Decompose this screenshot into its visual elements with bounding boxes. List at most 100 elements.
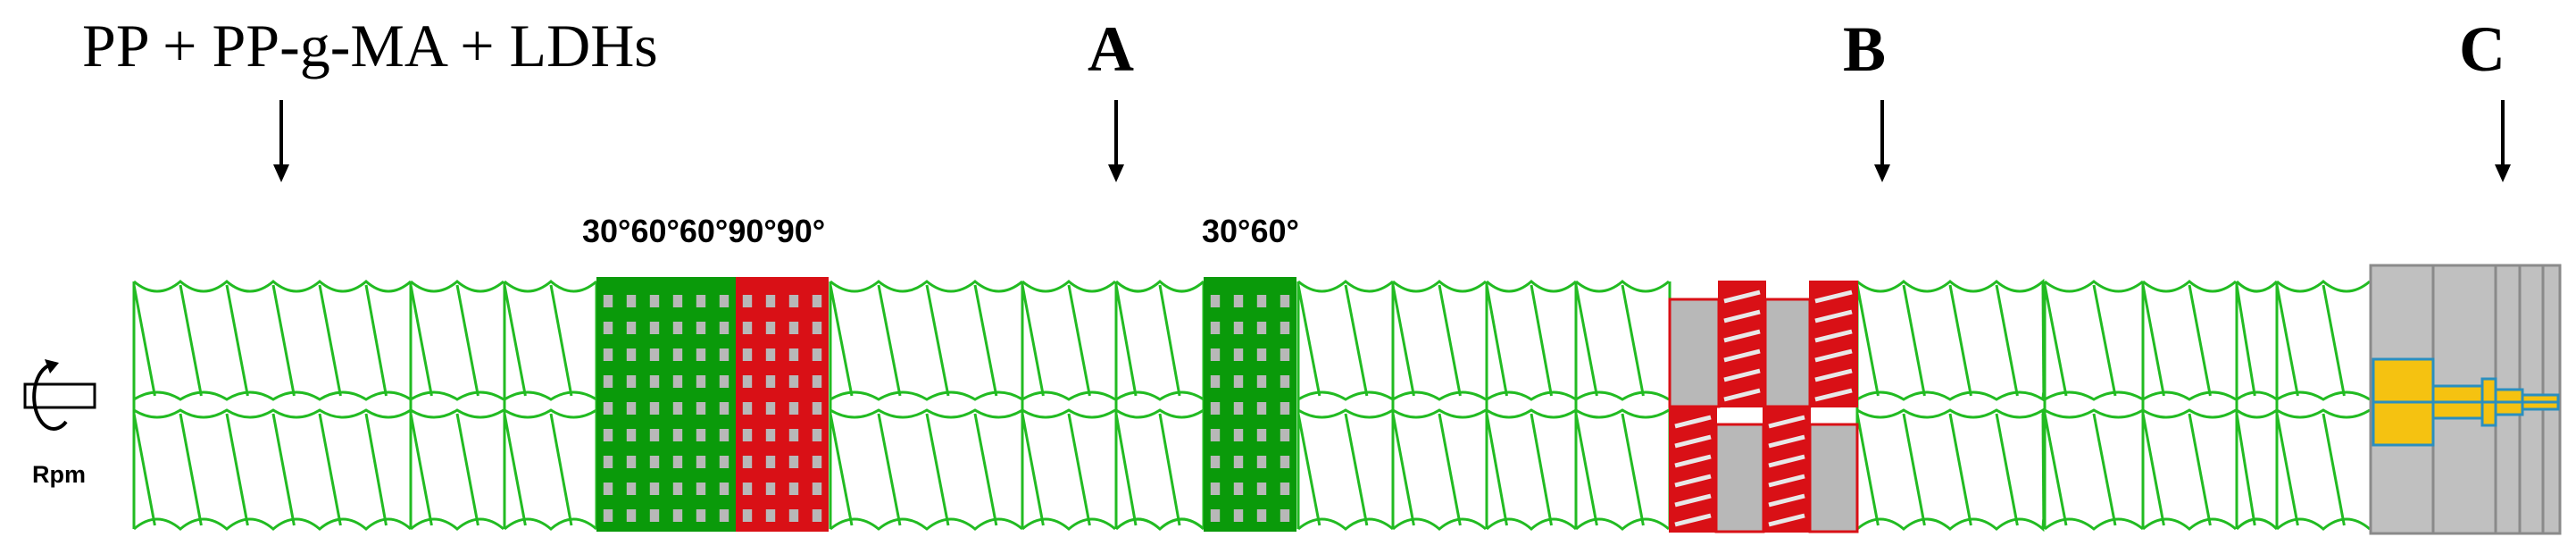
disc-slot (742, 322, 753, 334)
mixing-tooth-slot (1723, 348, 1761, 363)
disc-slot (788, 348, 799, 361)
disc-slot (812, 295, 822, 307)
disc-slot (626, 483, 637, 495)
flight-crest (410, 390, 504, 401)
conveying-element (1391, 280, 1488, 531)
flight-crest (1115, 390, 1205, 401)
disc-slot (1256, 509, 1267, 522)
mixing-tooth-slot (1723, 290, 1761, 304)
disc-slot (649, 402, 660, 415)
flight-line (2235, 413, 2256, 526)
flight-line (1391, 413, 1415, 526)
disc-slot (719, 322, 729, 334)
flight-line (925, 284, 950, 397)
kneading-blocks (596, 277, 1296, 532)
flight-line (2141, 413, 2165, 526)
disc-slot (719, 483, 729, 495)
disc-slot (649, 483, 660, 495)
flight-crest (2236, 408, 2278, 419)
flight-line (877, 413, 902, 526)
flight-line (549, 284, 573, 397)
disc-slot (812, 402, 822, 415)
flight-line (271, 284, 296, 397)
disc-slot (812, 483, 822, 495)
flight-crest (133, 280, 412, 293)
mixing-gear-body (1668, 298, 1721, 408)
disc-slot (672, 429, 683, 441)
conveying-element (829, 280, 1024, 531)
mixing-tooth-slot (1814, 329, 1853, 343)
disc-slot (1210, 295, 1221, 307)
disc-slot (1233, 375, 1244, 388)
shaft-icon (23, 382, 96, 409)
disc-slot (765, 429, 776, 441)
flight-crest (1856, 517, 2047, 533)
disc-slot (765, 402, 776, 415)
disc-slot (603, 402, 613, 415)
flight-crest (829, 280, 1023, 293)
rotation-icon (23, 359, 96, 431)
flight-line (1344, 284, 1369, 397)
disc-slot (788, 456, 799, 468)
disc-slot (603, 429, 613, 441)
disc-slot (788, 429, 799, 441)
disc-slot (1233, 402, 1244, 415)
disc-slot (742, 375, 753, 388)
mixing-tooth-slot (1768, 454, 1805, 468)
disc-slot (696, 348, 706, 361)
disc-slot (1256, 456, 1267, 468)
flight-line (2275, 413, 2299, 526)
mixing-tooth-slot (1674, 434, 1712, 449)
flight-crest (1392, 280, 1487, 293)
port-b-label: B (1843, 13, 1887, 85)
disc-slot (626, 509, 637, 522)
flight-crest (829, 408, 1023, 419)
disc-slot (649, 322, 660, 334)
flight-line (877, 284, 902, 397)
flight-crest (504, 408, 597, 419)
flight-line (1114, 284, 1138, 397)
feed-material-label: PP + PP-g-MA + LDHs (82, 12, 658, 80)
disc-slot (649, 429, 660, 441)
disc-slot (1256, 483, 1267, 495)
flight-crest (1392, 408, 1487, 419)
flight-crest (1575, 280, 1670, 293)
mixing-tooth-slot (1768, 415, 1805, 429)
flight-crest (2235, 517, 2279, 531)
kneading-disc (713, 277, 736, 532)
disc-slot (696, 509, 706, 522)
disc-slot (1210, 375, 1221, 388)
disc-slot (742, 429, 753, 441)
disc-slot (696, 402, 706, 415)
conveying-element (503, 280, 598, 531)
flight-crest (504, 390, 597, 401)
disc-slot (812, 429, 822, 441)
flight-line (318, 413, 342, 526)
disc-slot (1210, 456, 1221, 468)
disc-slot (719, 429, 729, 441)
disc-slot (626, 456, 637, 468)
flight-line (973, 284, 998, 397)
mixing-tooth-slot (1768, 434, 1805, 449)
disc-slot (1280, 375, 1290, 388)
disc-slot (812, 375, 822, 388)
rotation-arc (32, 363, 68, 431)
flight-line (1391, 284, 1415, 397)
disc-slot (696, 483, 706, 495)
flight-crest (1297, 280, 1394, 293)
flight-crest (2044, 517, 2144, 531)
flight-line (1995, 413, 2019, 526)
disc-slot (719, 402, 729, 415)
disc-slot (1280, 483, 1290, 495)
conveying-element (1296, 280, 1395, 531)
flight-line (2141, 284, 2165, 397)
flight-line (1485, 284, 1508, 397)
disc-slot (696, 456, 706, 468)
mixing-tooth-slot (1674, 454, 1712, 468)
disc-slot (649, 509, 660, 522)
down-arrow-head (1108, 164, 1124, 182)
mixing-gear-body (1808, 423, 1859, 533)
flight-crest (2044, 408, 2144, 419)
mixing-tooth-slot (1723, 309, 1761, 323)
disc-slot (765, 509, 776, 522)
